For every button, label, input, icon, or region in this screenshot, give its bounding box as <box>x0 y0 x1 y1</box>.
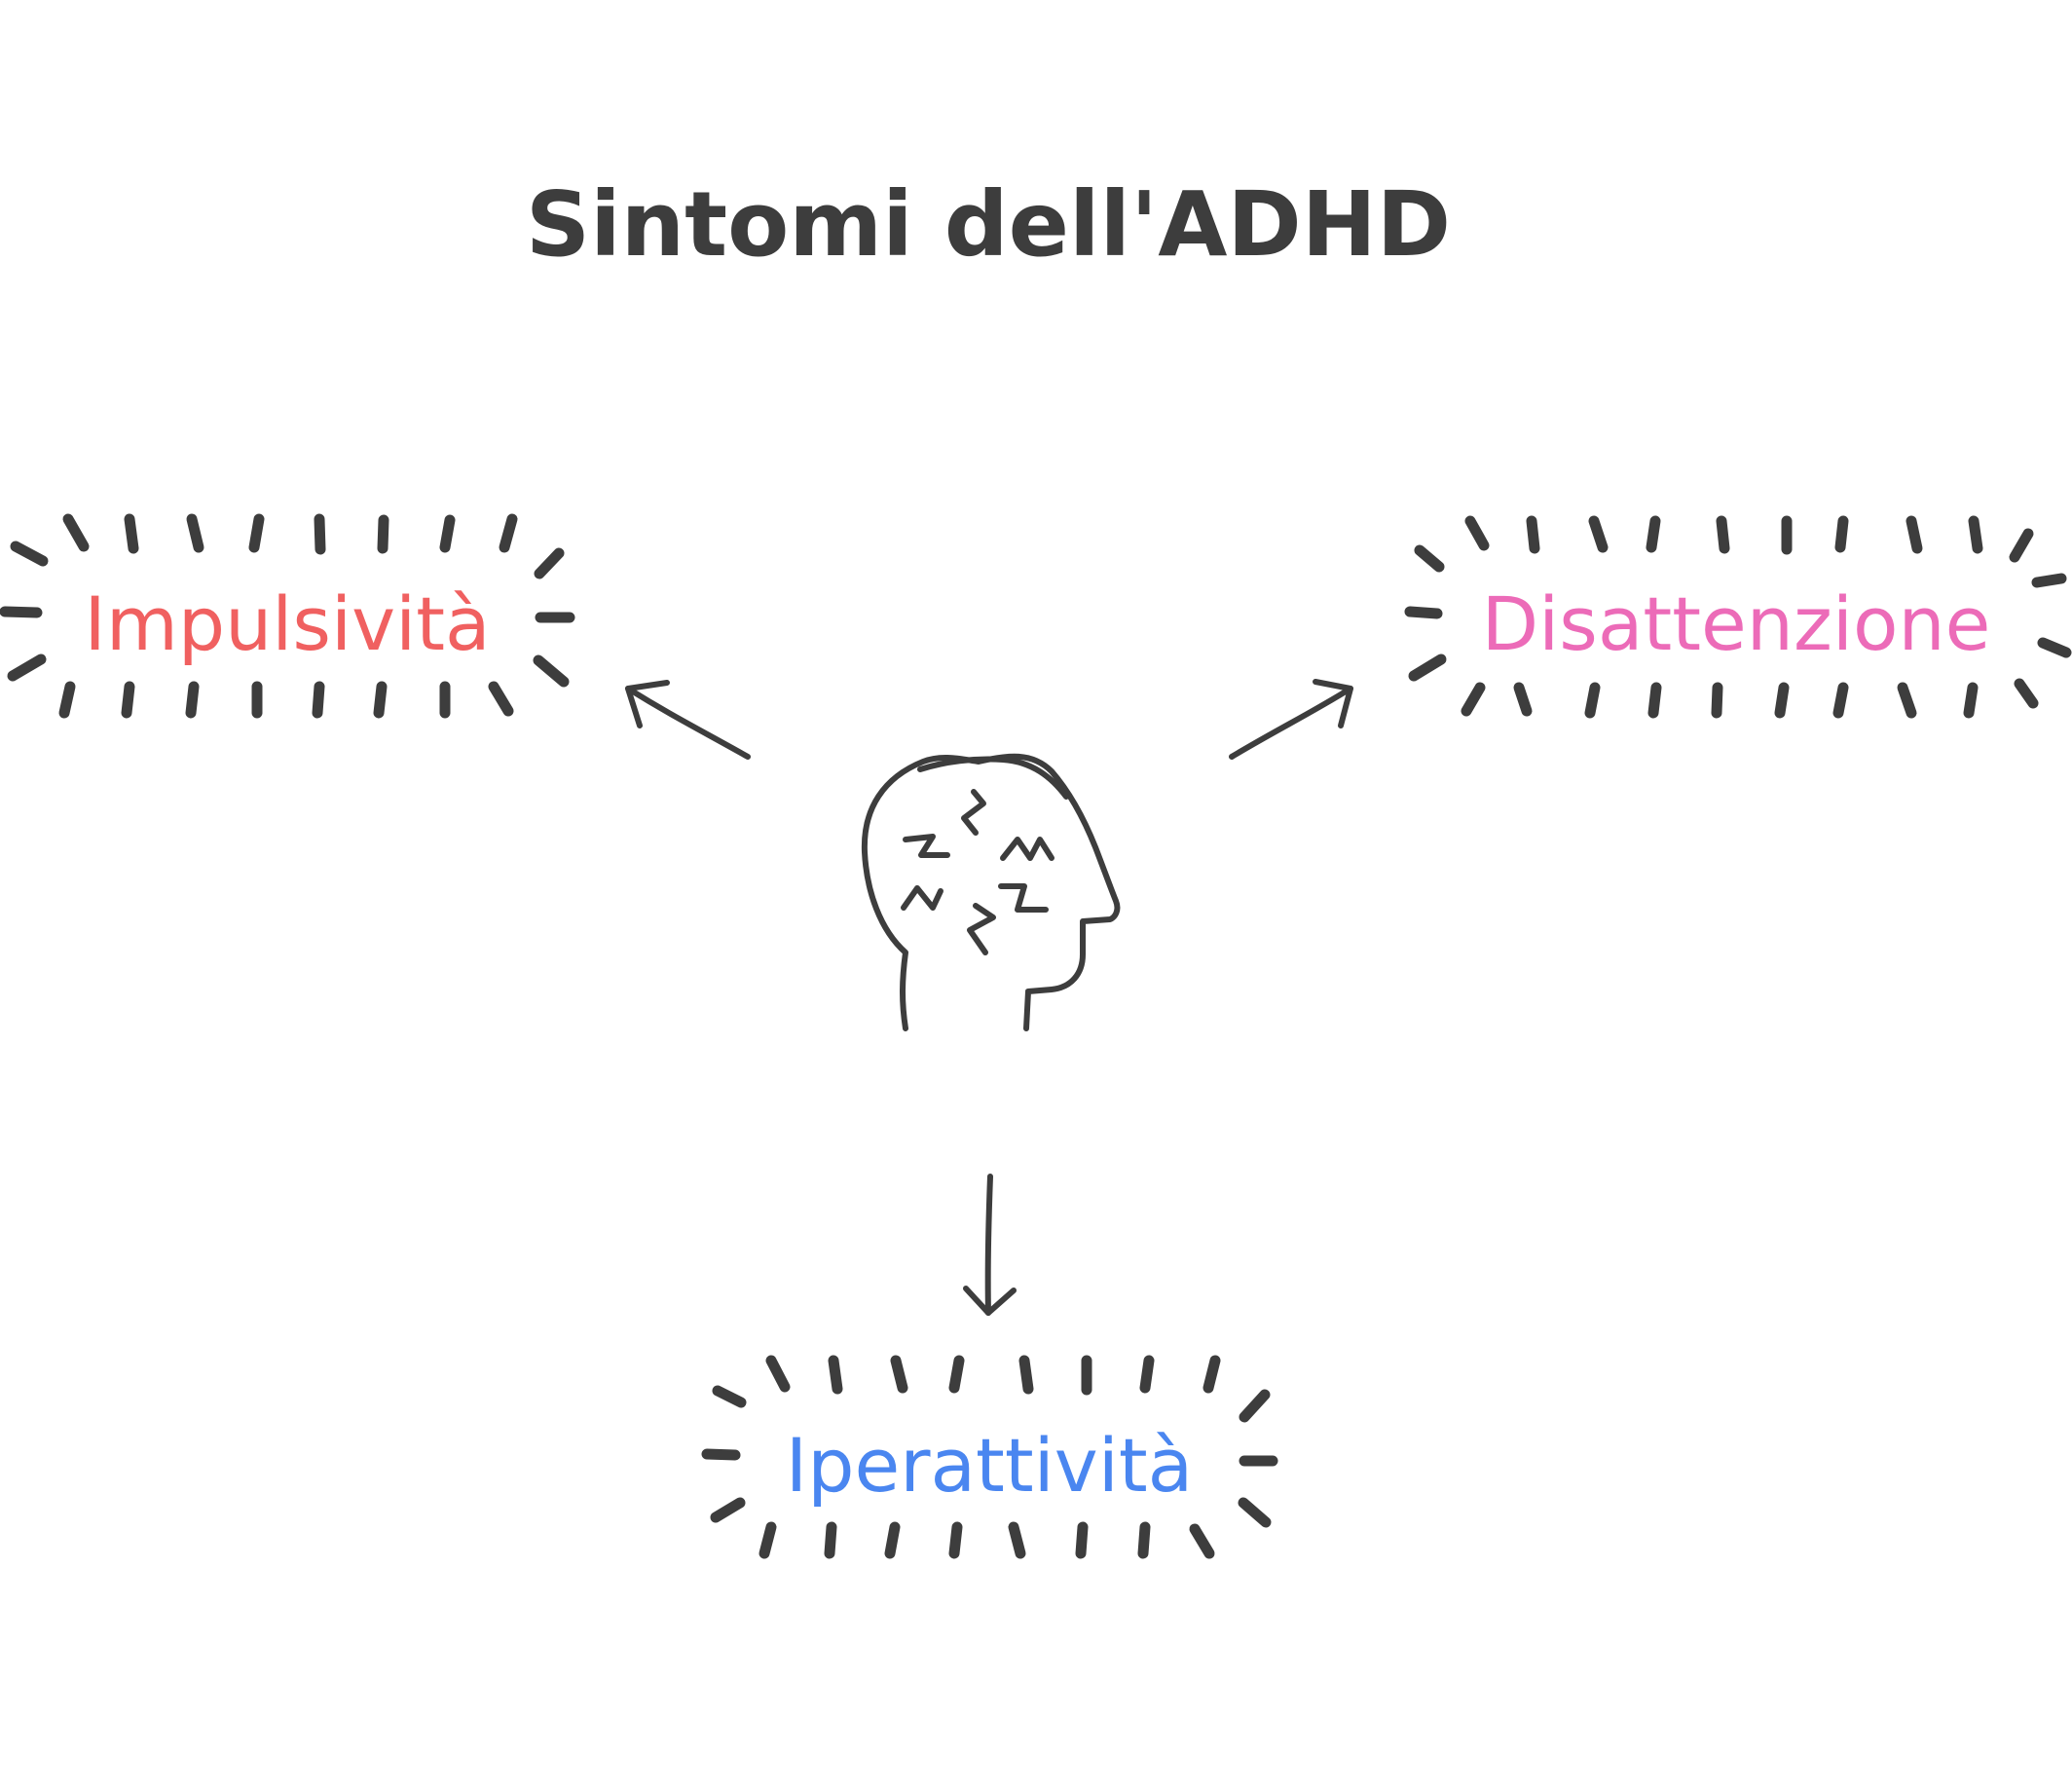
impulsivita-burst: Impulsività <box>0 513 575 719</box>
iperattivita-burst: Iperattività <box>701 1355 1278 1559</box>
disattenzione-label: Disattenzione <box>1482 580 1991 667</box>
impulsivita-label: Impulsività <box>84 580 490 667</box>
iperattivita-label: Iperattività <box>786 1422 1193 1509</box>
burst-rays <box>1404 515 2072 719</box>
head-with-zigzag-thoughts-icon <box>861 753 1121 1031</box>
arrow-to-iperattivita <box>963 1174 1017 1316</box>
burst-rays <box>0 513 575 719</box>
burst-rays <box>701 1355 1278 1559</box>
arrow-to-impulsivita <box>625 680 751 760</box>
diagram-title: Sintomi dell'ADHD <box>526 172 1451 277</box>
disattenzione-burst: Disattenzione <box>1404 515 2072 719</box>
arrow-to-disattenzione <box>1229 679 1353 760</box>
